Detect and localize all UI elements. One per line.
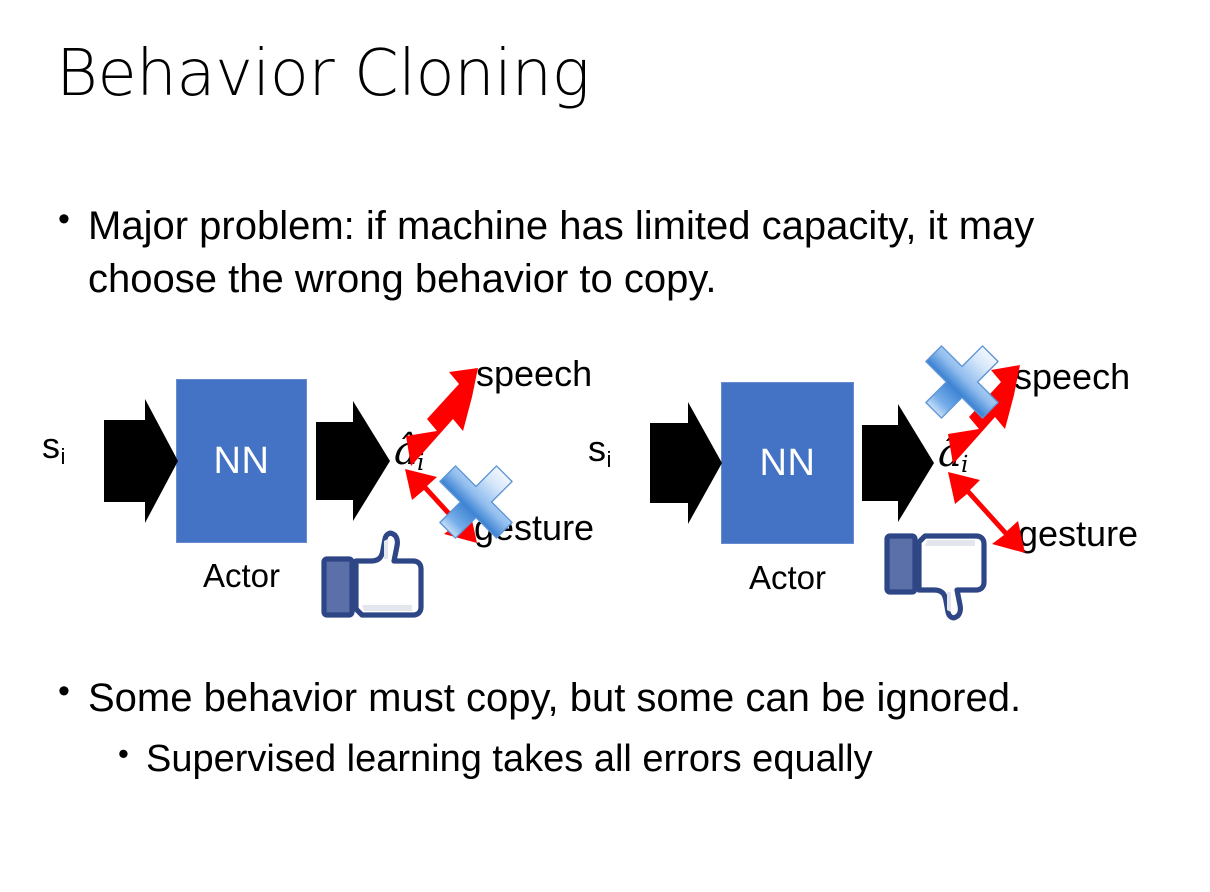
right-action-subscript: i (960, 451, 969, 479)
right-output-arrow-icon (862, 404, 934, 522)
thumbs-up-icon (321, 530, 424, 618)
right-output-label-speech: speech (1014, 356, 1131, 397)
bullet-some-behavior: • Some behavior must copy, but some can … (58, 672, 1168, 724)
left-state-label: si (42, 425, 66, 470)
bullet-marker-icon: • (58, 672, 70, 710)
left-output-arrow-icon (316, 401, 390, 521)
right-nn-box: NN (721, 382, 854, 544)
bullet-some-behavior-text: Some behavior must copy, but some can be… (88, 676, 1022, 720)
left-state-symbol: s (42, 425, 60, 466)
right-state-subscript: i (606, 447, 612, 473)
right-actor-label: Actor (748, 559, 827, 596)
right-state-label: si (588, 428, 612, 473)
bullet-major-problem-text: Major problem: if machine has limited ca… (88, 204, 1035, 301)
right-state-symbol: s (588, 428, 606, 469)
left-state-subscript: i (60, 444, 66, 470)
left-action-subscript: i (416, 449, 425, 477)
bullet-marker-sub-icon: • (118, 736, 129, 771)
right-blocked-x-icon[interactable] (905, 325, 1018, 438)
left-nn-box: NN (176, 379, 307, 543)
right-gesture-arrow-icon (948, 472, 1025, 553)
right-input-arrow-icon (650, 402, 722, 524)
left-speech-arrow-icon (406, 368, 478, 466)
left-output-label-speech: speech (476, 353, 593, 394)
left-nn-label: NN (213, 439, 270, 482)
bullet-supervised-learning: • Supervised learning takes all errors e… (118, 735, 1178, 784)
bullet-supervised-learning-text: Supervised learning takes all errors equ… (146, 738, 873, 780)
right-output-label-gesture: gesture (1018, 513, 1139, 554)
right-nn-label: NN (759, 441, 816, 484)
thumbs-down-icon (884, 533, 987, 621)
page-title: Behavior Cloning (56, 37, 590, 111)
left-input-arrow-icon (104, 399, 178, 523)
left-blocked-x-icon[interactable] (419, 445, 532, 558)
left-actor-label: Actor (202, 557, 281, 594)
bullet-major-problem: • Major problem: if machine has limited … (58, 200, 1148, 306)
bullet-marker-icon: • (58, 200, 70, 238)
